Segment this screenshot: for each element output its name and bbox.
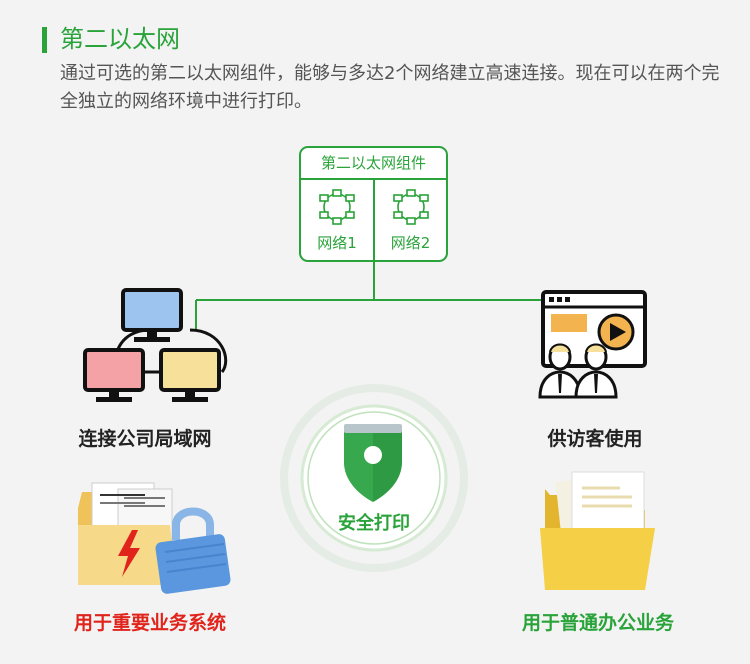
ethernet-component-box (299, 146, 448, 262)
critical-business-label: 用于重要业务系统 (73, 612, 226, 634)
network-2-icon (393, 189, 429, 225)
title-accent-bar (42, 27, 47, 53)
guest-label: 供访客使用 (547, 428, 643, 450)
lan-computers-icon (83, 288, 228, 402)
component-title: 第二以太网组件 (320, 154, 426, 172)
general-office-label: 用于普通办公业务 (521, 612, 674, 634)
page-description: 通过可选的第二以太网组件，能够与多达2个网络建立高速连接。现在可以在两个完全独立… (60, 63, 720, 112)
connector-lines (195, 261, 549, 330)
network-1-label: 网络1 (317, 234, 357, 252)
network-1-icon (319, 189, 355, 225)
lan-label: 连接公司局域网 (78, 428, 212, 450)
network-2-label: 网络2 (390, 234, 431, 252)
shield-icon (344, 424, 402, 502)
locked-folder-icon (78, 482, 231, 594)
guest-presentation-icon (538, 290, 647, 399)
document-folder-icon (540, 471, 655, 590)
secure-print-label: 安全打印 (338, 513, 410, 534)
page-title: 第二以太网 (60, 25, 180, 53)
